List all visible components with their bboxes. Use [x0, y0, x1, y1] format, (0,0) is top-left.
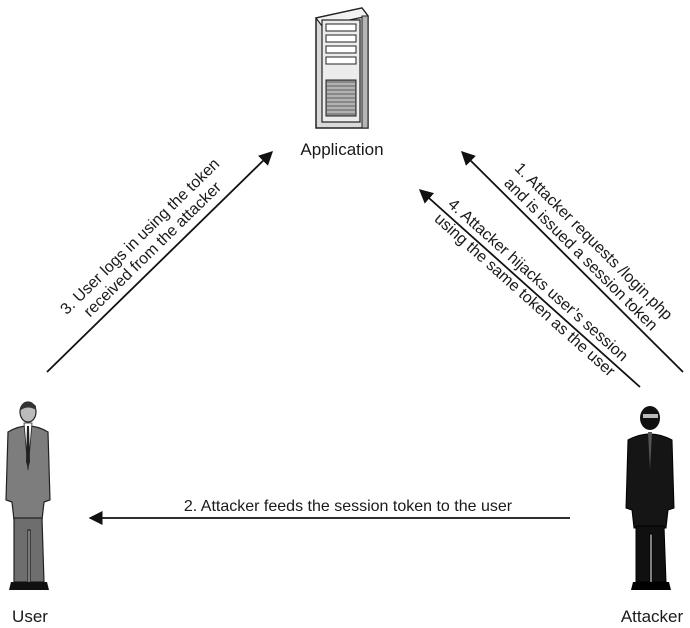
step1-arrow — [461, 151, 684, 373]
businessman-icon — [5, 401, 51, 590]
step3-arrow — [46, 151, 274, 373]
attacker-label: Attacker — [621, 607, 684, 626]
server-icon — [314, 7, 370, 129]
application-label: Application — [300, 140, 383, 159]
step3-text-line1: 3. User logs in using the token — [58, 156, 224, 319]
masked-attacker-icon — [625, 406, 675, 590]
step4-arrow — [418, 189, 641, 388]
user-label: User — [12, 607, 48, 626]
step2-text: 2. Attacker feeds the session token to t… — [184, 498, 513, 515]
step3-text-line2: received from the attacker — [81, 179, 226, 321]
